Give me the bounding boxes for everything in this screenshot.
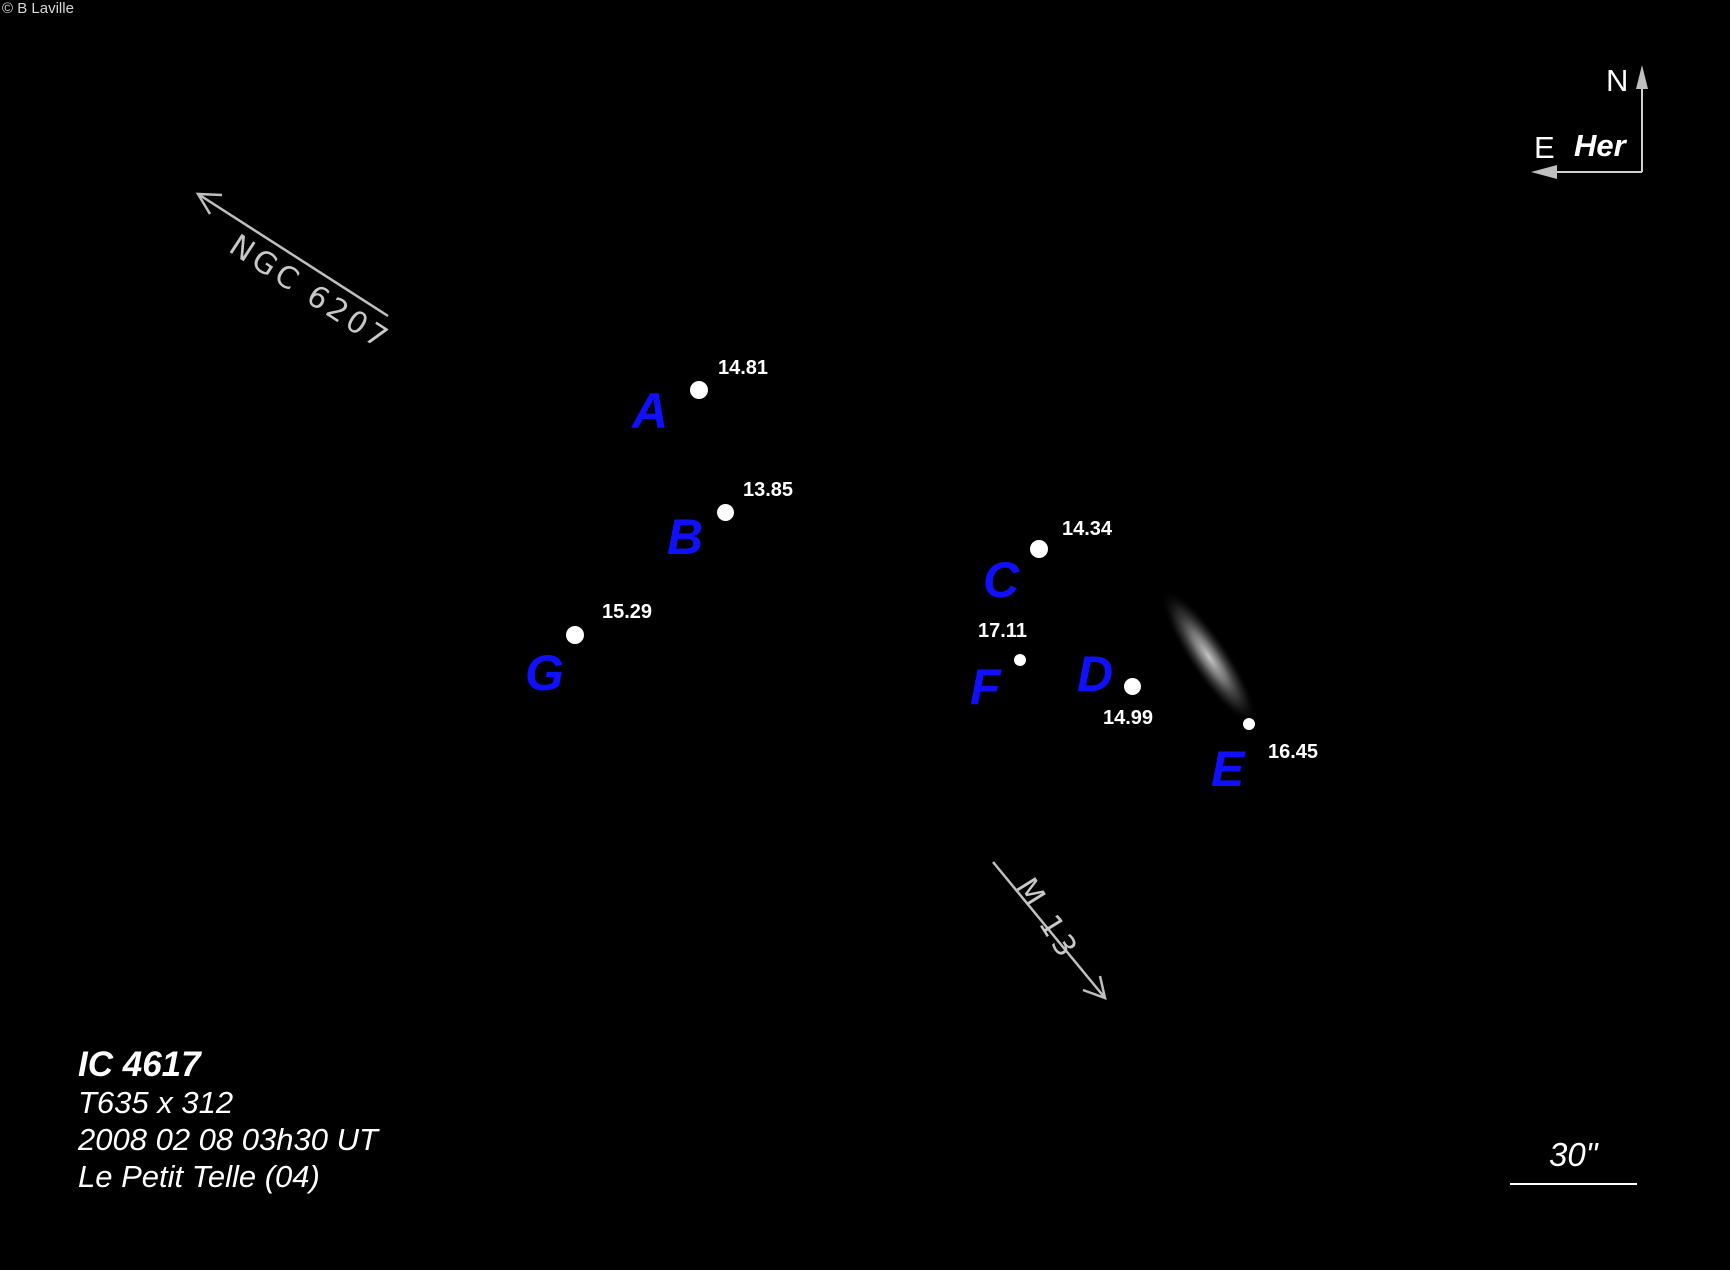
- compass-east-label: E: [1534, 130, 1555, 165]
- east-arrow-icon: [1531, 165, 1557, 179]
- star-label-f: F: [970, 659, 1001, 715]
- object-name: IC 4617: [78, 1045, 201, 1084]
- copyright-text: © B Laville: [2, 0, 74, 17]
- star-label-d: D: [1077, 646, 1114, 702]
- magnitude-g: 15.29: [602, 601, 653, 623]
- star-label-a: A: [632, 383, 669, 439]
- magnitude-f: 17.11: [978, 620, 1027, 642]
- star-f: [1014, 654, 1026, 666]
- constellation-label: Her: [1574, 128, 1626, 163]
- instrument-text: T635 x 312: [78, 1085, 234, 1120]
- magnitude-e: 16.45: [1268, 741, 1319, 763]
- ngc-arrow: [195, 192, 389, 318]
- magnitude-a: 14.81: [718, 357, 769, 379]
- star-label-b: B: [667, 509, 704, 565]
- compass: [1545, 88, 1643, 173]
- star-label-g: G: [525, 645, 564, 701]
- datetime-text: 2008 02 08 03h30 UT: [78, 1122, 378, 1157]
- star-d: [1124, 678, 1141, 695]
- star-label-c: C: [983, 552, 1020, 608]
- north-arrow-icon: [1636, 65, 1648, 89]
- star-g: [566, 626, 584, 644]
- scale-label: 30": [1549, 1136, 1598, 1173]
- galaxy-ic4617: [1160, 588, 1258, 726]
- site-text: Le Petit Telle (04): [78, 1159, 320, 1194]
- star-c: [1030, 540, 1048, 558]
- star-a: [690, 381, 708, 399]
- star-b: [717, 504, 734, 521]
- magnitude-b: 13.85: [743, 479, 794, 501]
- m13-arrow: [992, 861, 1107, 1000]
- compass-north-label: N: [1606, 63, 1629, 98]
- star-e: [1243, 718, 1255, 730]
- magnitude-d: 14.99: [1103, 707, 1154, 729]
- star-label-e: E: [1211, 741, 1245, 797]
- magnitude-c: 14.34: [1062, 518, 1113, 540]
